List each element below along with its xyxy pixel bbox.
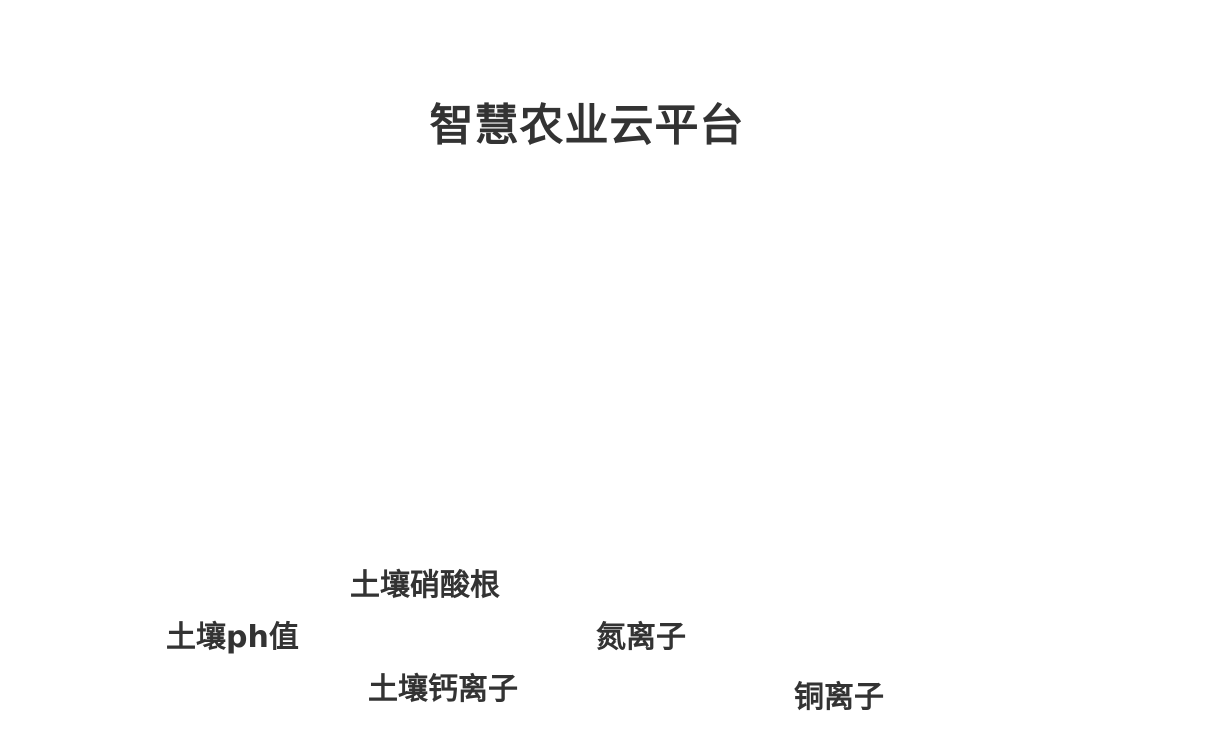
metric-nitrogen-ion[interactable]: 氮离子 xyxy=(596,620,686,655)
metric-soil-calcium[interactable]: 土壤钙离子 xyxy=(368,672,518,707)
metric-soil-ph[interactable]: 土壤ph值 xyxy=(166,620,299,655)
metric-copper-ion[interactable]: 铜离子 xyxy=(794,680,884,715)
page-title: 智慧农业云平台 xyxy=(429,100,745,151)
metric-soil-nitrate[interactable]: 土壤硝酸根 xyxy=(350,568,500,603)
